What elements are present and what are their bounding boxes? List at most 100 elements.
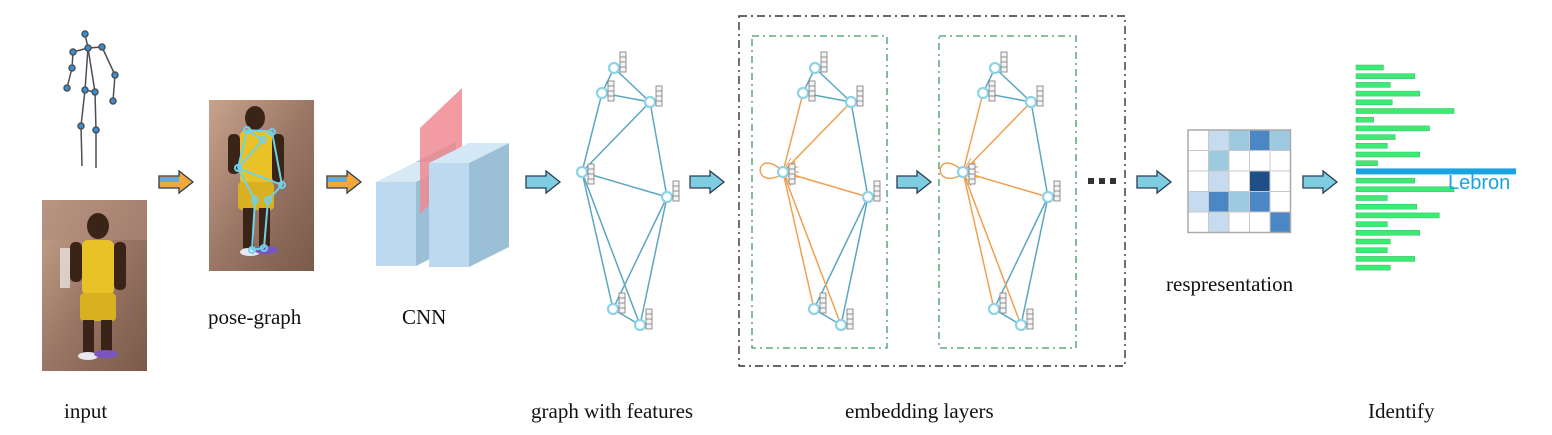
node-feature-bar: [1036, 85, 1044, 107]
matrix-cell: [1249, 191, 1271, 213]
node-feature-bar: [1053, 180, 1061, 202]
node-feature-bar: [672, 180, 680, 202]
arrow-graph-to-embedding-icon: [689, 169, 726, 195]
identified-name-label: Lebron: [1448, 172, 1511, 194]
attention-edge: [782, 171, 842, 326]
node-feature-bar: [788, 163, 796, 185]
graph-node: [633, 318, 647, 332]
arrow-graph-to-embedding-icon-shape: [689, 169, 726, 195]
attention-ray: [965, 176, 972, 187]
attention-ray: [785, 157, 792, 168]
matrix-cell: [1187, 150, 1209, 172]
node-feature-bar: [619, 51, 627, 73]
attention-edge: [962, 92, 984, 173]
embedding-layers-frame: [738, 15, 1126, 367]
attention-edge: [782, 92, 804, 173]
matrix-cell: [1269, 150, 1291, 172]
identify-bar: [1355, 256, 1416, 262]
identify-bar-highlight: [1356, 168, 1516, 175]
arrow-pose-to-cnn-icon: [326, 169, 363, 195]
graph-edge: [612, 196, 668, 310]
identify-bar: [1355, 82, 1391, 88]
attention-edge: [962, 171, 1022, 326]
identify-bar: [1355, 212, 1440, 219]
matrix-cell: [1228, 211, 1250, 233]
label-cnn: CNN: [402, 305, 447, 329]
node-feature-bar: [808, 80, 816, 102]
identify-bar: [1355, 247, 1388, 253]
graph-node: [834, 318, 848, 332]
graph-edge: [1030, 101, 1049, 198]
graph-edge: [581, 171, 614, 310]
arrow-input-to-pose-icon: [158, 169, 195, 195]
embedding-layer-1-graph: [759, 51, 881, 332]
identify-bar: [1355, 73, 1416, 79]
matrix-cell: [1269, 129, 1291, 151]
matrix-cell: [1208, 129, 1230, 151]
graph-node: [660, 190, 674, 204]
matrix-cell: [1208, 211, 1230, 233]
graph-edge: [581, 101, 651, 173]
label-embedding-layers: embedding layers: [845, 399, 994, 423]
identify-bar: [1355, 99, 1393, 106]
node-feature-bar: [645, 308, 653, 330]
label-representation: respresentation: [1166, 272, 1294, 296]
node-feature-bar: [856, 85, 864, 107]
graph-edge: [994, 67, 1032, 103]
graph-node: [796, 86, 810, 100]
cnn-block-icon: [376, 88, 509, 267]
representation-matrix: [1187, 129, 1292, 234]
arrow-embedding-1-to-2-icon: [896, 169, 933, 195]
arrow-pose-to-cnn-icon-band: [328, 177, 347, 182]
matrix-cell: [1249, 170, 1271, 192]
arrow-embedding-to-representation-icon-shape: [1136, 169, 1173, 195]
embedding-layer-2-graph: [939, 51, 1061, 332]
graph-node: [976, 86, 990, 100]
identify-bar: [1355, 238, 1391, 245]
graph-edge: [814, 67, 852, 103]
graph-node: [575, 165, 589, 179]
graph-node: [956, 165, 970, 179]
matrix-cell: [1269, 191, 1291, 213]
embedding-layer-1-frame: [751, 35, 888, 349]
self-loop-edge: [939, 162, 960, 179]
self-loop-edge: [759, 162, 780, 179]
matrix-cell: [1187, 211, 1209, 233]
node-feature-bar: [846, 308, 854, 330]
identify-bar-list: [1355, 64, 1516, 271]
node-feature-bar: [820, 51, 828, 73]
identify-bar: [1355, 64, 1384, 71]
identify-bar: [1355, 195, 1388, 201]
matrix-cell: [1187, 191, 1209, 213]
identify-bar: [1355, 143, 1388, 149]
node-feature-bar: [587, 163, 595, 185]
graph-edge: [581, 171, 668, 198]
graph-edge: [993, 196, 1049, 310]
graph-node: [807, 302, 821, 316]
pose-graph-overlay: [234, 126, 286, 254]
graph-with-features: [575, 51, 680, 332]
graph-node: [776, 165, 790, 179]
graph-edge: [639, 196, 668, 326]
arrow-input-to-pose-icon-band: [160, 177, 179, 182]
matrix-cell: [1187, 129, 1209, 151]
matrix-border: [1187, 129, 1292, 234]
identify-bar: [1355, 221, 1388, 227]
graph-edge: [649, 101, 668, 198]
input-skeleton-icon: [63, 30, 119, 168]
input-player-photo: [42, 200, 147, 371]
identify-bar: [1355, 177, 1416, 184]
identify-bar: [1355, 125, 1430, 132]
node-feature-bar: [873, 180, 881, 202]
graph-node: [844, 95, 858, 109]
identify-bar: [1355, 203, 1418, 210]
attention-edge: [782, 101, 852, 173]
node-feature-bar: [607, 80, 615, 102]
matrix-cell: [1228, 150, 1250, 172]
node-feature-bar: [618, 292, 626, 314]
node-feature-bar: [1026, 308, 1034, 330]
identify-bar: [1355, 90, 1420, 97]
arrow-representation-to-identify-icon-shape: [1302, 169, 1339, 195]
graph-edge: [850, 101, 869, 198]
identify-bar: [1355, 134, 1396, 140]
